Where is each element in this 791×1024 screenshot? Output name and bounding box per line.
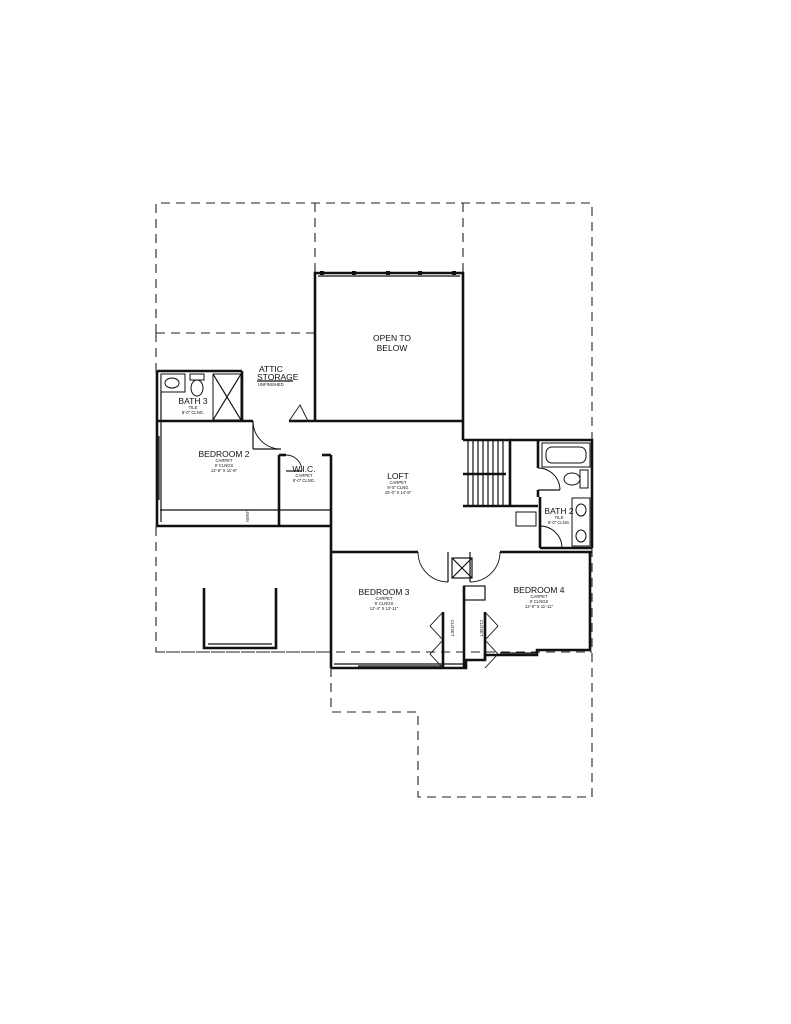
attic-hatch-icon [451,557,473,579]
bedroom2-finish: CARPET [216,458,233,463]
open-to-below-line2: BELOW [377,343,408,353]
attic-note: UNFINISHED [258,382,284,387]
stair-treads [467,441,504,505]
bedroom3-size: 12'-4" X 12'-11" [370,606,399,611]
bedroom4-size: 12'-0" X 11'-11" [525,604,554,609]
wic-ceiling: 8'-0" CLNG. [293,478,315,483]
label-attic-storage: ATTIC STORAGE UNFINISHED [257,364,299,387]
loft-name: LOFT [387,471,409,481]
loft-finish: CARPET [390,480,407,485]
wic-finish: CARPET [296,473,313,478]
bath3-ceiling: 8'-0" CLNG. [182,410,204,415]
open-to-below-line1: OPEN TO [373,333,411,343]
windows [158,271,591,667]
attic-line1: ATTIC [259,364,283,374]
closet-label-bedroom3: CLOSET [450,620,455,637]
linen-label: LINEN [245,510,250,522]
bath3-name: BATH 3 [178,396,207,406]
attic-line2: STORAGE [257,372,299,382]
bedroom2-name: BEDROOM 2 [198,449,249,459]
label-open-to-below: OPEN TO BELOW [373,333,411,353]
label-wic: W.I.C. CARPET 8'-0" CLNG. [292,464,315,483]
bedroom3-finish: CARPET [376,596,393,601]
bedroom2-ceiling: 9' CLNGS [215,463,234,468]
bath2-name: BATH 2 [544,506,573,516]
loft-size: 15'-0" X 14'-8" [385,490,412,495]
label-bedroom2: BEDROOM 2 CARPET 9' CLNGS 12'-8" X 11'-8… [198,449,249,473]
label-bedroom4: BEDROOM 4 CARPET 9' CLNGS 12'-0" X 11'-1… [513,585,564,609]
lower-floor-outline [155,202,593,798]
label-bath3: BATH 3 TILE 8'-0" CLNG. [178,396,207,415]
porch-outline [202,588,278,650]
bedroom4-ceiling: 9' CLNGS [530,599,549,604]
closet-label-bedroom4: CLOSET [479,620,484,637]
label-bath2: BATH 2 TILE 8'-0" CLNG. [544,506,573,525]
bedroom3-name: BEDROOM 3 [358,587,409,597]
bath2-fixtures [515,442,591,547]
bedroom4-finish: CARPET [531,594,548,599]
bath3-finish: TILE [189,405,198,410]
loft-ceiling: 9'-0" CLNG [387,485,408,490]
label-bedroom3: BEDROOM 3 CARPET 9' CLNGS 12'-4" X 12'-1… [358,587,409,611]
bedroom2-size: 12'-8" X 11'-8" [211,468,238,473]
walls [155,271,594,670]
bath2-finish: TILE [555,515,564,520]
wic-name: W.I.C. [292,464,315,474]
doors [252,404,563,669]
bedroom3-ceiling: 9' CLNGS [375,601,394,606]
label-loft: LOFT CARPET 9'-0" CLNG 15'-0" X 14'-8" [385,471,412,495]
bath3-fixtures [160,373,242,421]
bedroom4-name: BEDROOM 4 [513,585,564,595]
bath2-ceiling: 8'-0" CLNG. [548,520,570,525]
